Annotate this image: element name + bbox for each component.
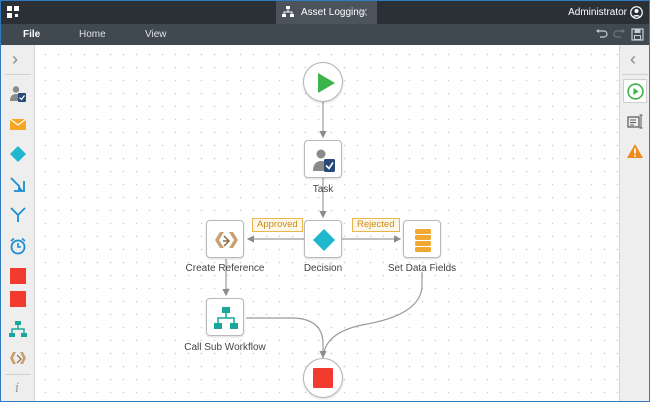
- database-icon: [415, 229, 431, 252]
- tab-title: Asset Logging: [301, 7, 365, 18]
- menu-home[interactable]: Home: [79, 29, 106, 40]
- menu-bar: File Home View: [1, 24, 649, 45]
- properties-sidebar: ‹: [619, 45, 649, 401]
- user-name[interactable]: Administrator: [568, 7, 627, 18]
- toolbox-sidebar: ›: [1, 45, 35, 401]
- call-sub-workflow-label: Call Sub Workflow: [184, 342, 266, 353]
- user-avatar-icon[interactable]: [630, 6, 643, 19]
- info-icon[interactable]: i: [15, 381, 20, 396]
- menu-file[interactable]: File: [23, 29, 41, 40]
- task-label: Task: [312, 184, 334, 195]
- menu-view[interactable]: View: [145, 29, 167, 40]
- decision-icon[interactable]: [9, 145, 27, 163]
- workflow-icon: [282, 6, 294, 17]
- divider: [5, 374, 31, 375]
- divider: [622, 74, 648, 75]
- start-node[interactable]: [303, 62, 343, 102]
- divider: [5, 74, 31, 75]
- decision-node[interactable]: [304, 220, 342, 258]
- workflow-canvas[interactable]: Task Decision Create Reference Set Data …: [36, 45, 619, 401]
- connector-datafields-end[interactable]: [322, 272, 423, 361]
- close-tab-icon[interactable]: ✕: [358, 5, 369, 20]
- task-icon[interactable]: [9, 85, 27, 103]
- set-data-fields-label: Set Data Fields: [387, 263, 457, 274]
- redo-icon[interactable]: [613, 28, 626, 41]
- end-icon[interactable]: [9, 290, 27, 308]
- start-panel-button[interactable]: [623, 79, 647, 103]
- set-data-fields-node[interactable]: [403, 220, 441, 258]
- play-circle-icon: [627, 83, 644, 100]
- sub-workflow-icon: [214, 307, 238, 329]
- decision-label: Decision: [303, 263, 343, 274]
- collapse-panel-icon[interactable]: ‹: [630, 49, 636, 69]
- stop-icon[interactable]: [9, 267, 27, 285]
- create-reference-icon[interactable]: [9, 349, 27, 367]
- connector-layer: [222, 102, 423, 361]
- split-icon[interactable]: [9, 206, 27, 224]
- warning-icon[interactable]: [626, 143, 644, 159]
- create-reference-label: Create Reference: [185, 263, 265, 274]
- create-reference-icon: [215, 232, 238, 248]
- decision-icon: [313, 229, 335, 251]
- create-reference-node[interactable]: [206, 220, 244, 258]
- play-icon: [318, 73, 335, 93]
- timer-icon[interactable]: [9, 237, 27, 255]
- task-icon: [313, 149, 335, 172]
- document-tab[interactable]: Asset Logging ✕: [276, 1, 377, 24]
- merge-icon[interactable]: [9, 176, 27, 194]
- approved-link-label[interactable]: Approved: [252, 218, 303, 232]
- call-sub-workflow-node[interactable]: [206, 298, 244, 336]
- email-icon[interactable]: [9, 115, 27, 133]
- title-bar: Asset Logging ✕ Administrator: [1, 1, 649, 24]
- expand-toolbox-icon[interactable]: ›: [12, 49, 18, 69]
- properties-icon[interactable]: [627, 114, 644, 129]
- undo-icon[interactable]: [595, 28, 608, 41]
- sub-workflow-icon[interactable]: [9, 320, 27, 338]
- stop-icon: [313, 368, 333, 388]
- connector-subworkflow-end[interactable]: [246, 317, 327, 359]
- app-grid-icon[interactable]: [7, 6, 21, 20]
- save-icon[interactable]: [631, 28, 644, 41]
- end-node[interactable]: [303, 358, 343, 398]
- rejected-link-label[interactable]: Rejected: [352, 218, 400, 232]
- task-node[interactable]: [304, 140, 342, 178]
